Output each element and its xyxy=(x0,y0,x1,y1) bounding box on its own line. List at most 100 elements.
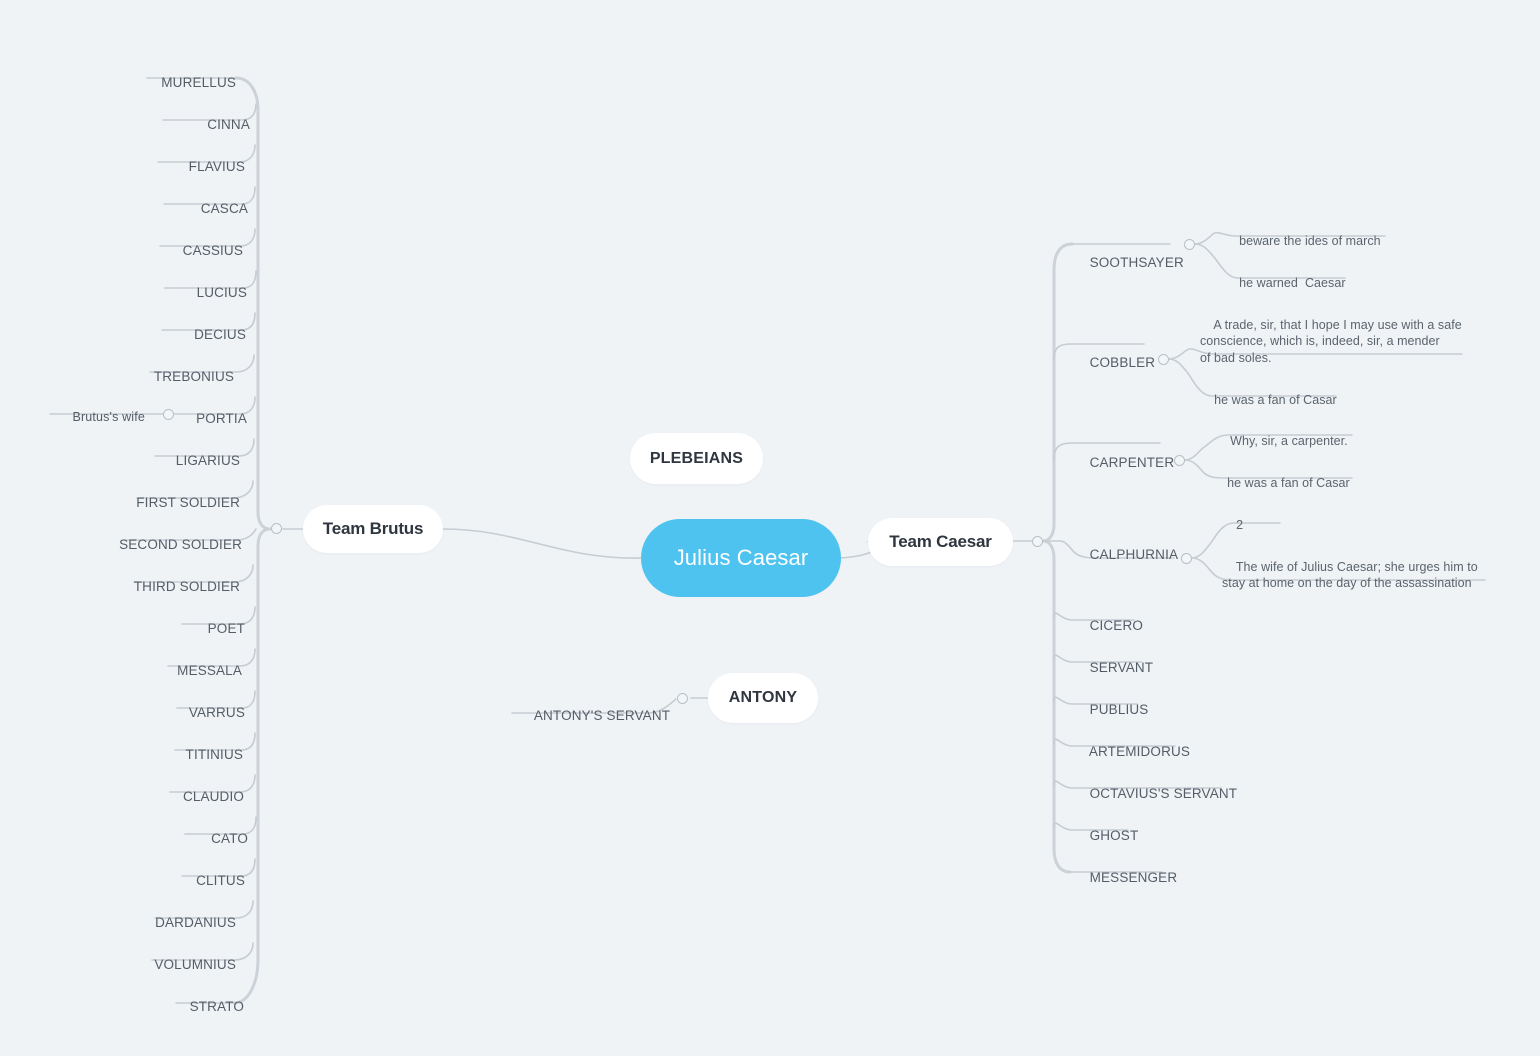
branch-node-plebeians[interactable]: PLEBEIANS xyxy=(630,433,763,484)
root-node-julius-caesar[interactable]: Julius Caesar xyxy=(641,519,841,597)
leaf-cicero[interactable]: CICERO xyxy=(1074,599,1143,635)
leaf-soothsayer-label: SOOTHSAYER xyxy=(1089,255,1184,271)
leaf-cassius[interactable]: CASSIUS xyxy=(63,224,243,260)
note-cobbler-1-label: A trade, sir, that I hope I may use with… xyxy=(1200,317,1462,365)
collapse-knob-antony[interactable] xyxy=(677,693,688,704)
leaf-ligarius-label: LIGARIUS xyxy=(175,453,240,469)
leaf-first-soldier-label: FIRST SOLDIER xyxy=(136,495,240,511)
leaf-third-soldier-label: THIRD SOLDIER xyxy=(133,579,240,595)
branch-node-team-brutus[interactable]: Team Brutus xyxy=(303,505,443,553)
leaf-cobbler[interactable]: COBBLER xyxy=(1074,336,1155,372)
note-carpenter-2[interactable]: he was a fan of Casar xyxy=(1213,458,1350,491)
leaf-soothsayer[interactable]: SOOTHSAYER xyxy=(1074,236,1184,272)
leaf-flavius-label: FLAVIUS xyxy=(188,159,245,175)
note-cobbler-2-label: he was a fan of Casar xyxy=(1214,392,1337,407)
leaf-casca-label: CASCA xyxy=(200,201,248,217)
branch-node-antony[interactable]: ANTONY xyxy=(708,673,818,723)
leaf-trebonius-label: TREBONIUS xyxy=(153,369,234,385)
note-soothsayer-1[interactable]: beware the ides of march xyxy=(1225,216,1381,249)
leaf-carpenter[interactable]: CARPENTER xyxy=(1074,436,1174,472)
note-carpenter-2-label: he was a fan of Casar xyxy=(1227,475,1350,490)
leaf-murellus[interactable]: MURELLUS xyxy=(60,56,236,92)
leaf-carpenter-label: CARPENTER xyxy=(1089,455,1175,471)
leaf-titinius[interactable]: TITINIUS xyxy=(63,728,243,764)
leaf-cato[interactable]: CATO xyxy=(70,812,248,848)
leaf-trebonius[interactable]: TREBONIUS xyxy=(54,350,234,386)
leaf-artemidorus[interactable]: ARTEMIDORUS xyxy=(1074,725,1190,761)
collapse-knob-cobbler[interactable] xyxy=(1158,354,1169,365)
leaf-dardanius-label: DARDANIUS xyxy=(155,915,236,931)
branch-node-team-brutus-label: Team Brutus xyxy=(322,519,424,538)
leaf-first-soldier[interactable]: FIRST SOLDIER xyxy=(50,476,240,512)
leaf-ligarius[interactable]: LIGARIUS xyxy=(60,434,240,470)
leaf-third-soldier[interactable]: THIRD SOLDIER xyxy=(48,560,240,596)
leaf-lucius-label: LUCIUS xyxy=(196,285,247,301)
leaf-portia-label: PORTIA xyxy=(196,411,247,427)
leaf-servant-label: SERVANT xyxy=(1089,660,1154,676)
leaf-cinna[interactable]: CINNA xyxy=(70,98,250,134)
branch-node-antony-label: ANTONY xyxy=(728,689,798,706)
leaf-clitus[interactable]: CLITUS xyxy=(65,854,245,890)
leaf-publius[interactable]: PUBLIUS xyxy=(1074,683,1149,719)
leaf-octaviuss-servant-label: OCTAVIUS'S SERVANT xyxy=(1089,786,1238,802)
note-cobbler-1[interactable]: A trade, sir, that I hope I may use with… xyxy=(1200,300,1472,366)
leaf-varrus[interactable]: VARRUS xyxy=(65,686,245,722)
leaf-strato-label: STRATO xyxy=(189,999,244,1015)
leaf-artemidorus-label: ARTEMIDORUS xyxy=(1088,744,1191,760)
leaf-antonys-servant[interactable]: ANTONY'S SERVANT xyxy=(519,689,719,725)
leaf-dardanius[interactable]: DARDANIUS xyxy=(52,896,236,932)
leaf-clitus-label: CLITUS xyxy=(196,873,245,889)
leaf-portia-note[interactable]: Brutus's wife xyxy=(58,392,208,426)
leaf-titinius-label: TITINIUS xyxy=(185,747,243,763)
leaf-murellus-label: MURELLUS xyxy=(161,75,236,91)
leaf-casca[interactable]: CASCA xyxy=(68,182,248,218)
leaf-claudio[interactable]: CLAUDIO xyxy=(62,770,244,806)
note-calphurnia-2[interactable]: The wife of Julius Caesar; she urges him… xyxy=(1222,542,1490,592)
note-carpenter-1[interactable]: Why, sir, a carpenter. xyxy=(1216,416,1348,449)
branch-node-plebeians-label: PLEBEIANS xyxy=(649,449,744,467)
leaf-calphurnia[interactable]: CALPHURNIA xyxy=(1074,528,1178,564)
leaf-lucius[interactable]: LUCIUS xyxy=(67,266,247,302)
leaf-volumnius[interactable]: VOLUMNIUS xyxy=(52,938,236,974)
leaf-octaviuss-servant[interactable]: OCTAVIUS'S SERVANT xyxy=(1074,767,1237,803)
collapse-knob-calphurnia[interactable] xyxy=(1181,553,1192,564)
branch-node-team-caesar-label: Team Caesar xyxy=(889,532,992,551)
collapse-knob-team-brutus[interactable] xyxy=(271,523,282,534)
leaf-messala[interactable]: MESSALA xyxy=(62,644,242,680)
leaf-varrus-label: VARRUS xyxy=(188,705,245,721)
leaf-cicero-label: CICERO xyxy=(1089,618,1144,634)
leaf-calphurnia-label: CALPHURNIA xyxy=(1089,547,1179,563)
collapse-knob-soothsayer[interactable] xyxy=(1184,239,1195,250)
leaf-portia[interactable]: PORTIA xyxy=(67,392,247,428)
leaf-second-soldier[interactable]: SECOND SOLDIER xyxy=(42,518,242,554)
leaf-publius-label: PUBLIUS xyxy=(1089,702,1149,718)
leaf-decius-label: DECIUS xyxy=(194,327,246,343)
note-soothsayer-2-label: he warned Caesar xyxy=(1239,275,1346,290)
leaf-decius[interactable]: DECIUS xyxy=(66,308,246,344)
note-calphurnia-1[interactable]: 2 xyxy=(1222,500,1243,533)
branch-node-team-caesar[interactable]: Team Caesar xyxy=(868,518,1013,566)
leaf-messenger[interactable]: MESSENGER xyxy=(1074,851,1177,887)
leaf-messala-label: MESSALA xyxy=(177,663,242,679)
collapse-knob-portia[interactable] xyxy=(163,409,174,420)
note-soothsayer-1-label: beware the ides of march xyxy=(1239,233,1381,248)
note-cobbler-2[interactable]: he was a fan of Casar xyxy=(1200,375,1337,408)
note-calphurnia-1-label: 2 xyxy=(1236,517,1244,532)
leaf-servant[interactable]: SERVANT xyxy=(1074,641,1153,677)
leaf-cobbler-label: COBBLER xyxy=(1089,355,1156,371)
leaf-ghost-label: GHOST xyxy=(1089,828,1139,844)
leaf-second-soldier-label: SECOND SOLDIER xyxy=(119,537,242,553)
note-carpenter-1-label: Why, sir, a carpenter. xyxy=(1230,433,1348,448)
leaf-poet[interactable]: POET xyxy=(65,602,245,638)
leaf-flavius[interactable]: FLAVIUS xyxy=(65,140,245,176)
note-soothsayer-2[interactable]: he warned Caesar xyxy=(1225,258,1346,291)
leaf-antonys-servant-label: ANTONY'S SERVANT xyxy=(533,708,671,724)
collapse-knob-carpenter[interactable] xyxy=(1174,455,1185,466)
leaf-ghost[interactable]: GHOST xyxy=(1074,809,1139,845)
collapse-knob-team-caesar[interactable] xyxy=(1032,536,1043,547)
root-node-label: Julius Caesar xyxy=(673,545,809,570)
leaf-volumnius-label: VOLUMNIUS xyxy=(154,957,236,973)
leaf-cinna-label: CINNA xyxy=(207,117,250,133)
leaf-strato[interactable]: STRATO xyxy=(62,980,244,1016)
